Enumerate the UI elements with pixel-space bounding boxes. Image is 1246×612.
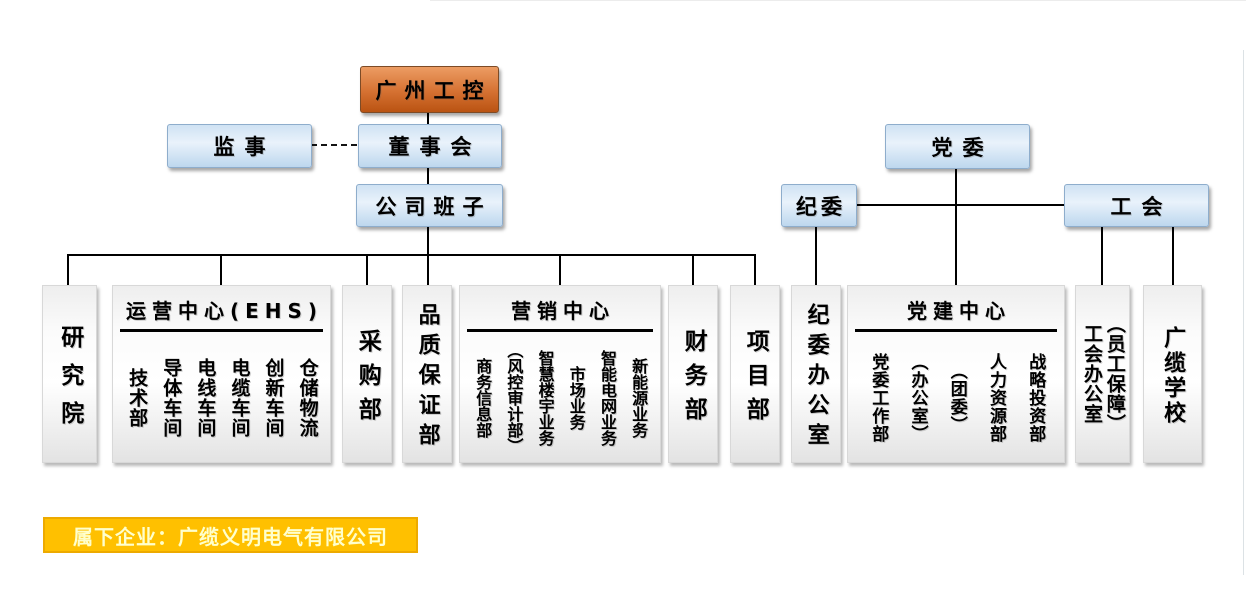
node-executive-team-label: 公司班子 bbox=[375, 194, 492, 219]
dept-item-innovation-workshop: 创新车间 bbox=[262, 358, 285, 438]
frame-right-edge bbox=[1243, 50, 1244, 575]
dept-item-smart-grid: 智能电网业务 bbox=[597, 350, 617, 446]
dept-research-institute-label: 研究院 bbox=[56, 324, 83, 439]
dept-item-risk-audit: （风控审计部） bbox=[504, 342, 524, 454]
dept-discipline-office: 纪委办公室 bbox=[791, 285, 841, 463]
party-building-divider bbox=[855, 329, 1057, 332]
connector-drop-finance bbox=[692, 254, 694, 285]
dept-item-market-business: 市场业务 bbox=[566, 366, 586, 430]
marketing-items: 商务信息部 （风控审计部） 智慧楼宇业务 市场业务 智能电网业务 新能源业务 bbox=[460, 334, 660, 462]
dept-procurement: 采购部 bbox=[342, 285, 392, 463]
dept-item-business-info: 商务信息部 bbox=[473, 358, 493, 438]
node-supervisors-label: 监事 bbox=[213, 135, 276, 159]
dept-item-cable-workshop: 电缆车间 bbox=[228, 358, 251, 438]
connector-bus-horizontal bbox=[67, 254, 756, 256]
connector-union-school bbox=[1172, 224, 1174, 285]
node-discipline-committee: 纪委 bbox=[781, 184, 857, 227]
dept-item-technology: 技术部 bbox=[126, 368, 149, 428]
connector-supervisors-board-dashed bbox=[311, 144, 357, 146]
node-party-committee: 党委 bbox=[885, 124, 1030, 169]
node-party-committee-label: 党委 bbox=[931, 135, 994, 160]
party-building-items: 党委工作部 （办公室） （团委） 人力资源部 战略投资部 bbox=[848, 334, 1064, 462]
dept-union-office: 工会办公室 （员工保障） bbox=[1075, 285, 1130, 463]
dept-item-human-resources: 人力资源部 bbox=[986, 353, 1006, 443]
dept-quality-assurance: 品质保证部 bbox=[402, 285, 452, 463]
subsidiary-banner-label: 属下企业：广缆义明电气有限公司 bbox=[73, 524, 388, 549]
node-board: 董事会 bbox=[358, 124, 502, 168]
dept-item-warehouse-logistics: 仓储物流 bbox=[296, 358, 319, 438]
dept-finance-label: 财务部 bbox=[680, 328, 707, 431]
dept-party-building-center-title: 党建中心 bbox=[907, 299, 1011, 323]
connector-drop-marketing bbox=[559, 254, 561, 285]
node-parent-company-label: 广州工控 bbox=[375, 78, 492, 103]
dept-union-office-note: （员工保障） bbox=[1103, 314, 1126, 434]
connector-drop-procurement bbox=[366, 254, 368, 285]
marketing-divider bbox=[467, 329, 653, 332]
dept-item-strategic-investment: 战略投资部 bbox=[1025, 353, 1046, 443]
dept-finance: 财务部 bbox=[668, 285, 718, 463]
dept-item-youth-league: （团委） bbox=[946, 362, 967, 434]
connector-parent-board bbox=[427, 110, 429, 126]
dept-marketing-center: 营销中心 商务信息部 （风控审计部） 智慧楼宇业务 市场业务 智能电网业务 新能… bbox=[459, 285, 661, 463]
connector-drop-research bbox=[67, 254, 69, 285]
dept-marketing-center-title: 营销中心 bbox=[511, 299, 615, 323]
dept-procurement-label: 采购部 bbox=[354, 328, 381, 431]
node-executive-team: 公司班子 bbox=[356, 184, 503, 227]
operations-divider bbox=[120, 329, 323, 332]
dept-item-party-work: 党委工作部 bbox=[868, 353, 889, 443]
connector-drop-operations bbox=[220, 254, 222, 285]
node-labor-union-label: 工会 bbox=[1110, 194, 1173, 219]
connector-drop-project bbox=[754, 254, 756, 285]
dept-quality-assurance-label: 品质保证部 bbox=[414, 303, 440, 453]
node-parent-company: 广州工控 bbox=[360, 66, 499, 113]
dept-operations-center: 运营中心(EHS) 技术部 导体车间 电线车间 电缆车间 创新车间 仓储物流 bbox=[112, 285, 331, 463]
node-supervisors: 监事 bbox=[167, 124, 312, 168]
dept-project: 项目部 bbox=[730, 285, 780, 463]
frame-top-edge bbox=[430, 0, 1246, 1]
dept-cable-school-label: 广缆学校 bbox=[1160, 325, 1186, 426]
connector-discipline-union-horizontal bbox=[855, 204, 1064, 206]
node-labor-union: 工会 bbox=[1064, 184, 1209, 227]
dept-research-institute: 研究院 bbox=[42, 285, 97, 463]
dept-discipline-office-label: 纪委办公室 bbox=[803, 303, 829, 453]
dept-cable-school: 广缆学校 bbox=[1143, 285, 1202, 463]
subsidiary-banner: 属下企业：广缆义明电气有限公司 bbox=[43, 517, 418, 553]
dept-item-wire-workshop: 电线车间 bbox=[194, 358, 217, 438]
connector-union-office bbox=[1101, 224, 1103, 285]
dept-union-office-label: 工会办公室 bbox=[1081, 324, 1103, 424]
dept-operations-center-title: 运营中心(EHS) bbox=[125, 299, 324, 323]
dept-project-label: 项目部 bbox=[742, 328, 769, 431]
node-board-label: 董事会 bbox=[388, 135, 482, 159]
dept-party-building-center: 党建中心 党委工作部 （办公室） （团委） 人力资源部 战略投资部 bbox=[847, 285, 1065, 463]
dept-item-smart-building: 智慧楼宇业务 bbox=[535, 350, 555, 446]
connector-party-partybuilding bbox=[955, 166, 957, 285]
dept-item-new-energy: 新能源业务 bbox=[629, 358, 649, 438]
connector-discipline-office bbox=[815, 224, 817, 285]
dept-item-conductor-workshop: 导体车间 bbox=[160, 358, 183, 438]
operations-items: 技术部 导体车间 电线车间 电缆车间 创新车间 仓储物流 bbox=[113, 334, 330, 462]
node-discipline-committee-label: 纪委 bbox=[796, 194, 846, 219]
dept-item-office: （办公室） bbox=[907, 353, 928, 443]
connector-board-executive bbox=[427, 165, 429, 185]
